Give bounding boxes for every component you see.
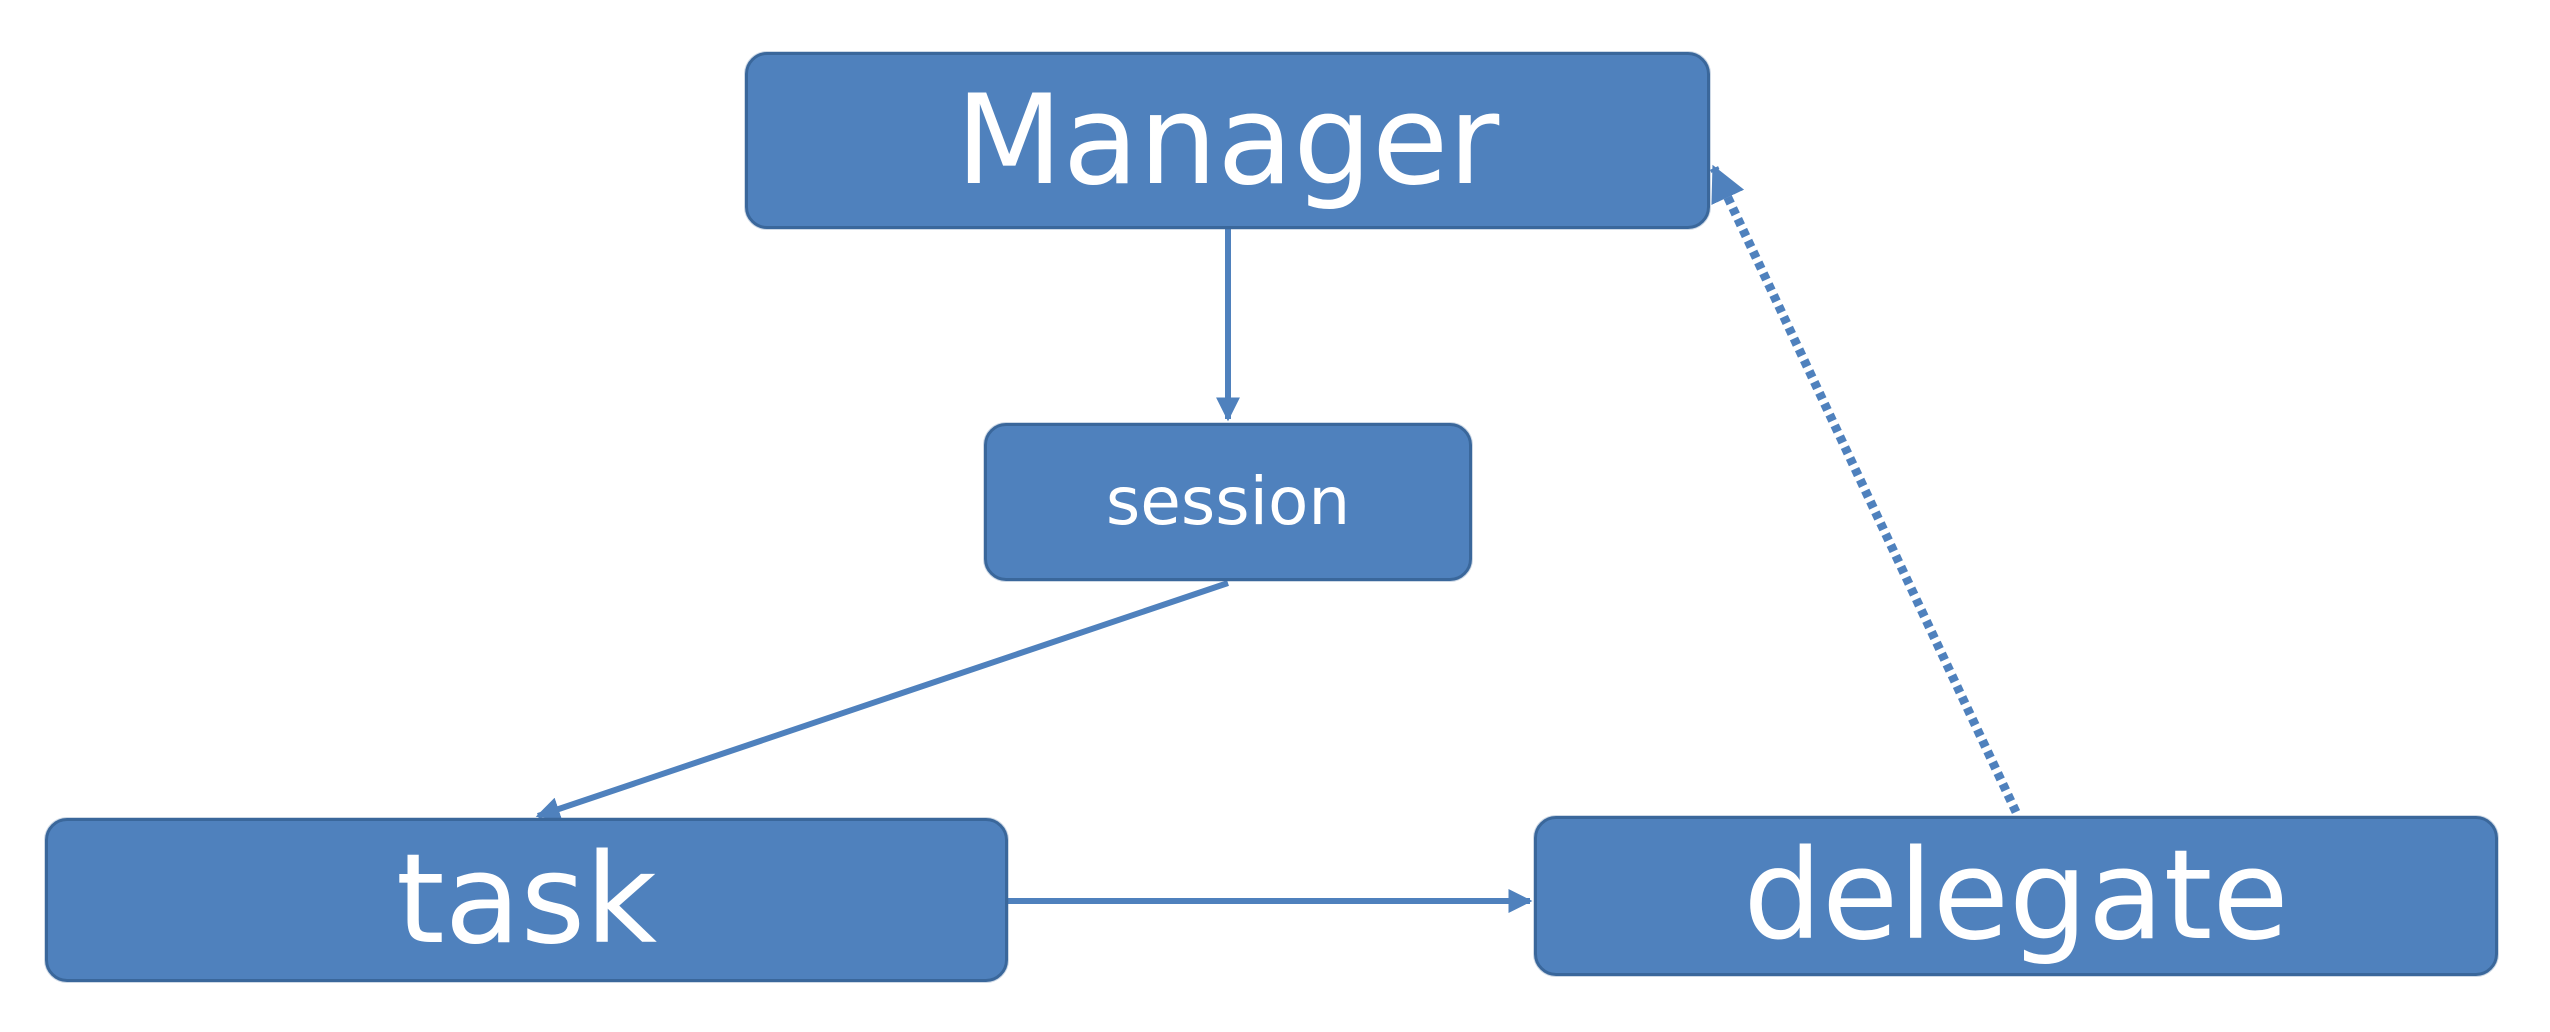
task-label: task xyxy=(395,828,658,972)
edge-session-to-task xyxy=(535,580,1229,821)
manager-node: Manager xyxy=(745,52,1710,229)
session-label: session xyxy=(1105,463,1351,540)
manager-label: Manager xyxy=(955,68,1500,213)
task-node: task xyxy=(45,818,1008,982)
edge-delegate-to-manager xyxy=(1709,164,2021,814)
delegate-node: delegate xyxy=(1534,816,2498,976)
delegate-label: delegate xyxy=(1743,824,2289,968)
session-node: session xyxy=(984,423,1472,581)
